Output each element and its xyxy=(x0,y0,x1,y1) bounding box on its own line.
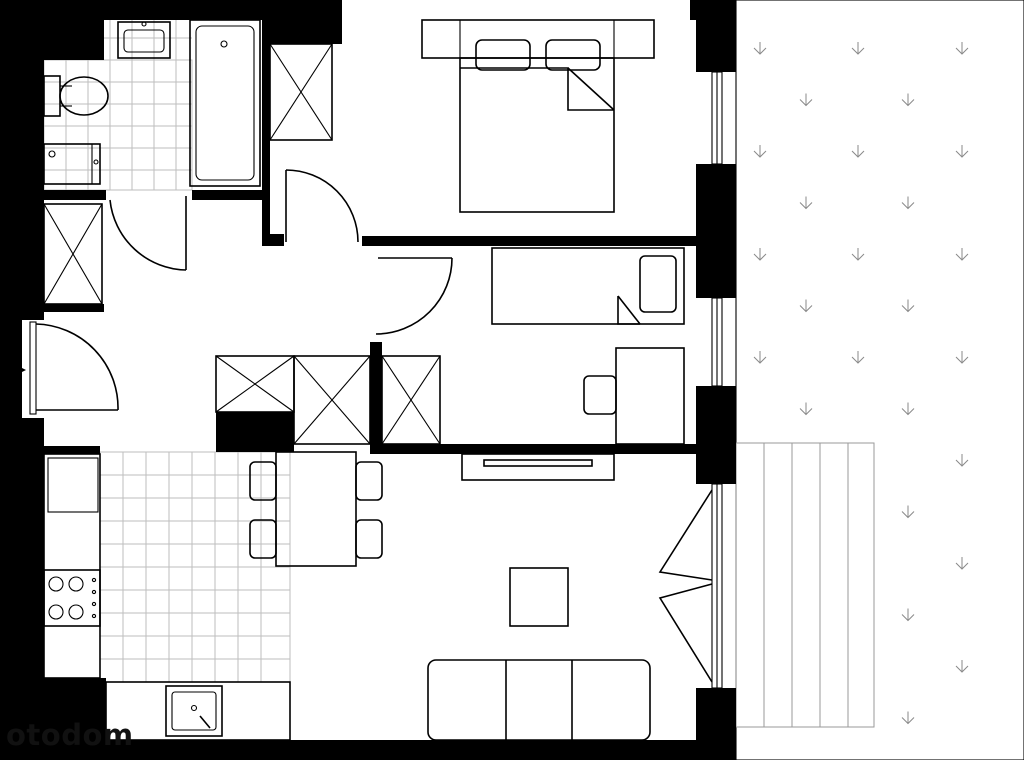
windows xyxy=(658,71,723,689)
doors xyxy=(18,169,453,415)
kitchen-counter xyxy=(43,453,101,679)
bathtub-icon xyxy=(189,19,261,187)
sink-icon xyxy=(117,21,171,59)
table-icon xyxy=(275,451,357,567)
washing-machine-icon xyxy=(43,143,101,185)
bed-icon xyxy=(421,19,655,213)
sink-icon xyxy=(105,681,291,741)
sofa-icon xyxy=(427,659,651,741)
terrace-deck xyxy=(735,442,875,728)
table-icon xyxy=(509,567,569,627)
chair-icon xyxy=(249,461,383,559)
stove-icon xyxy=(43,569,101,627)
wardrobe-icon xyxy=(43,43,441,445)
desk-icon xyxy=(583,347,685,445)
kitchen-tiles xyxy=(99,451,291,683)
bed-icon xyxy=(491,247,685,325)
terrace xyxy=(735,0,1024,760)
walls xyxy=(0,0,736,760)
tree-icon xyxy=(753,42,969,725)
toilet-icon xyxy=(43,75,109,117)
watermark: otodom xyxy=(6,718,134,752)
tv-icon xyxy=(461,453,615,481)
